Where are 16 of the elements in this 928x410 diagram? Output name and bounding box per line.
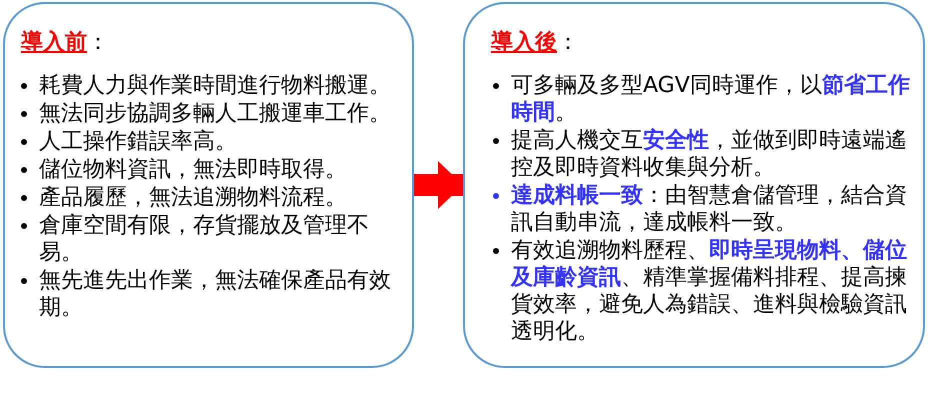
bullet-text: 可多輛及多型AGV同時運作，以節省工作時間。	[491, 72, 921, 126]
bullet-text: 有效追溯物料歷程、即時呈現物料、儲位及庫齡資訊、精準掌握備料排程、提高揀貨效率，避免人為錯誤、進料與檢驗資訊透明化。	[491, 237, 921, 345]
bullet-text: 無先進先出作業，無法確保產品有效期。	[19, 267, 404, 321]
bullet-text: 達成料帳一致：由智慧倉儲管理，結合資訊自動串流，達成帳料一致。	[491, 182, 921, 236]
bullet-text: 儲位物料資訊，無法即時取得。	[19, 156, 404, 183]
bullet-text: 提高人機交互安全性，並做到即時遠端遙控及即時資料收集與分析。	[491, 127, 921, 181]
bullet-text: 人工操作錯誤率高。	[19, 128, 404, 155]
arrow	[414, 161, 463, 209]
section-heading: 導入前：	[21, 29, 109, 57]
bullet-text: 倉庫空間有限，存貨擺放及管理不易。	[19, 212, 404, 266]
rounded-panel	[463, 2, 925, 368]
bullet-text: 無法同步協調多輛人工搬運車工作。	[19, 100, 404, 127]
bullet-text: 耗費人力與作業時間進行物料搬運。	[19, 72, 404, 99]
bullet-text: 產品履歷，無法追溯物料流程。	[19, 184, 404, 211]
section-heading: 導入後：	[491, 29, 579, 57]
rounded-panel	[3, 2, 414, 368]
